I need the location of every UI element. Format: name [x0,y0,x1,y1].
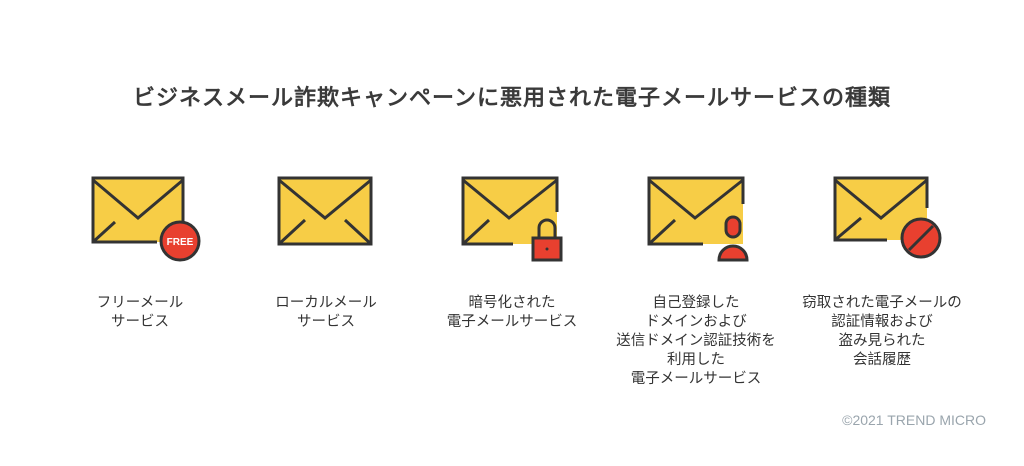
copyright: ©2021 TREND MICRO [842,412,986,428]
envelope-free-icon: FREE [91,176,201,262]
item-label: 窃取された電子メールの 認証情報および 盗み見られた 会話履歴 [802,295,962,368]
item-label: フリーメール サービス [96,295,184,330]
item-label: ローカルメール サービス [275,295,377,330]
free-badge-text: FREE [167,237,194,248]
item-stolen-credentials: 窃取された電子メールの 認証情報および 盗み見られた 会話履歴 [772,172,992,370]
item-free-mail: FREE フリーメール サービス [30,172,250,332]
envelope-icon [277,176,373,246]
item-label: 暗号化された 電子メールサービス [446,295,578,330]
envelope-user-icon [647,176,749,262]
item-label: 自己登録した ドメインおよび 送信ドメイン認証技術を 利用した 電子メールサービ… [616,295,776,387]
item-encrypted-mail: 暗号化された 電子メールサービス [402,172,622,332]
page-title: ビジネスメール詐欺キャンペーンに悪用された電子メールサービスの種類 [133,86,891,111]
item-self-registered-domain: 自己登録した ドメインおよび 送信ドメイン認証技術を 利用した 電子メールサービ… [586,172,806,389]
item-local-mail: ローカルメール サービス [216,172,436,332]
envelope-prohibited-icon [833,176,942,259]
envelope-lock-icon [461,176,563,262]
